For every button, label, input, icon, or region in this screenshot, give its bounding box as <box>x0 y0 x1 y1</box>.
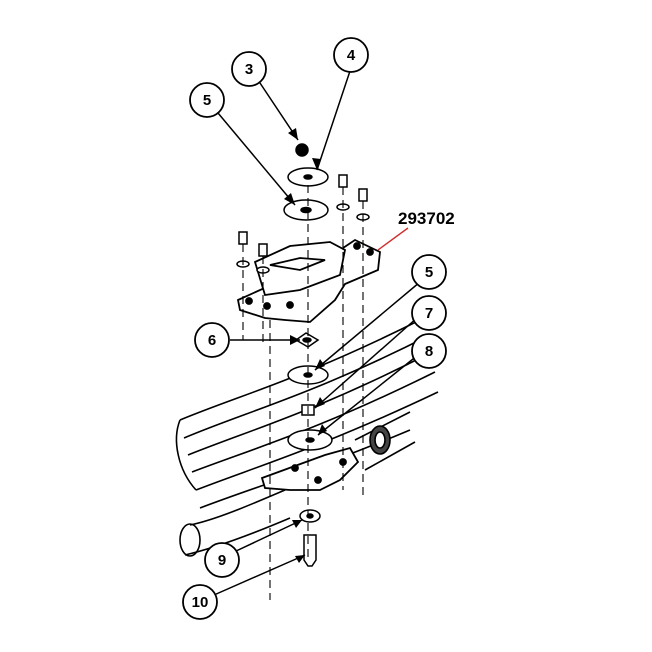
bolt-part-10 <box>303 534 317 567</box>
svg-text:5: 5 <box>425 264 433 281</box>
callout-8: 8 <box>411 333 447 369</box>
svg-text:3: 3 <box>245 61 253 78</box>
alignment-lines <box>242 185 364 600</box>
svg-text:7: 7 <box>425 305 433 322</box>
callout-5-top: 5 <box>189 82 225 118</box>
svg-text:6: 6 <box>208 332 216 349</box>
callout-6: 6 <box>194 322 230 358</box>
bottom-plate <box>260 446 360 491</box>
mounting-plate <box>236 238 381 323</box>
callout-9: 9 <box>204 542 240 578</box>
callout-7: 7 <box>411 295 447 331</box>
svg-text:4: 4 <box>347 47 356 64</box>
svg-text:8: 8 <box>425 343 433 360</box>
svg-text:9: 9 <box>218 552 226 569</box>
svg-text:10: 10 <box>192 594 209 611</box>
callout-3: 3 <box>231 51 267 87</box>
svg-text:5: 5 <box>203 92 211 109</box>
part-number-leader <box>377 227 409 251</box>
part-number-label: 293702 <box>398 209 455 228</box>
callout-5-right: 5 <box>411 254 447 290</box>
callout-4: 4 <box>333 37 369 73</box>
leader-arrowheads <box>284 128 327 563</box>
callout-10: 10 <box>182 584 218 620</box>
leader-lines <box>213 67 421 596</box>
nut-part-3 <box>295 143 309 157</box>
